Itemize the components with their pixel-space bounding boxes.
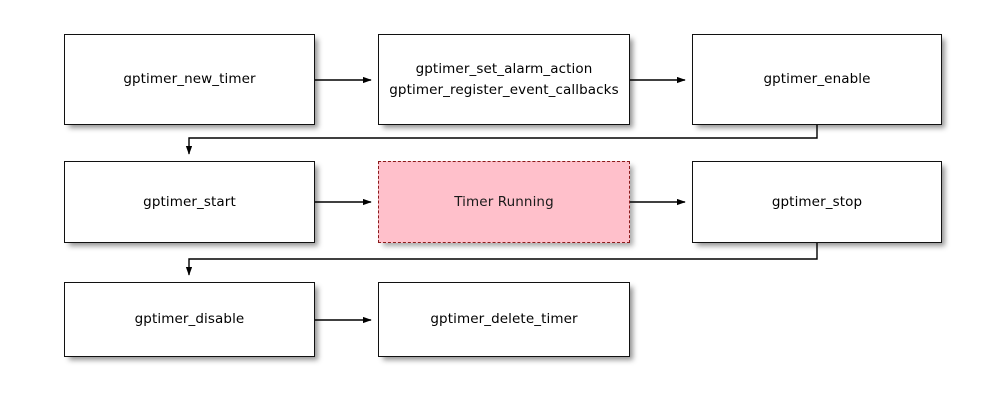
node-label: gptimer_new_timer [123, 71, 256, 88]
node-label: gptimer_start [143, 193, 236, 210]
node-gptimer-start[interactable]: gptimer_start [64, 161, 315, 243]
node-gptimer-stop[interactable]: gptimer_stop [692, 161, 942, 243]
node-label: gptimer_disable [134, 311, 245, 328]
node-gptimer-disable[interactable]: gptimer_disable [64, 282, 315, 357]
node-gptimer-enable[interactable]: gptimer_enable [692, 34, 942, 125]
node-label: gptimer_set_alarm_action [415, 60, 593, 77]
node-label: Timer Running [454, 193, 554, 210]
node-gptimer-set-alarm-action[interactable]: gptimer_set_alarm_action gptimer_register… [378, 34, 630, 125]
edge-enable-to-start [185, 125, 818, 155]
node-timer-running-state[interactable]: Timer Running [378, 161, 630, 243]
node-gptimer-new-timer[interactable]: gptimer_new_timer [64, 34, 315, 125]
node-label: gptimer_delete_timer [430, 311, 578, 328]
edge-stop-to-disable [185, 243, 818, 276]
node-label: gptimer_enable [763, 71, 871, 88]
node-label: gptimer_register_event_callbacks [389, 81, 619, 98]
node-gptimer-delete-timer[interactable]: gptimer_delete_timer [378, 282, 630, 357]
node-label: gptimer_stop [771, 193, 863, 210]
